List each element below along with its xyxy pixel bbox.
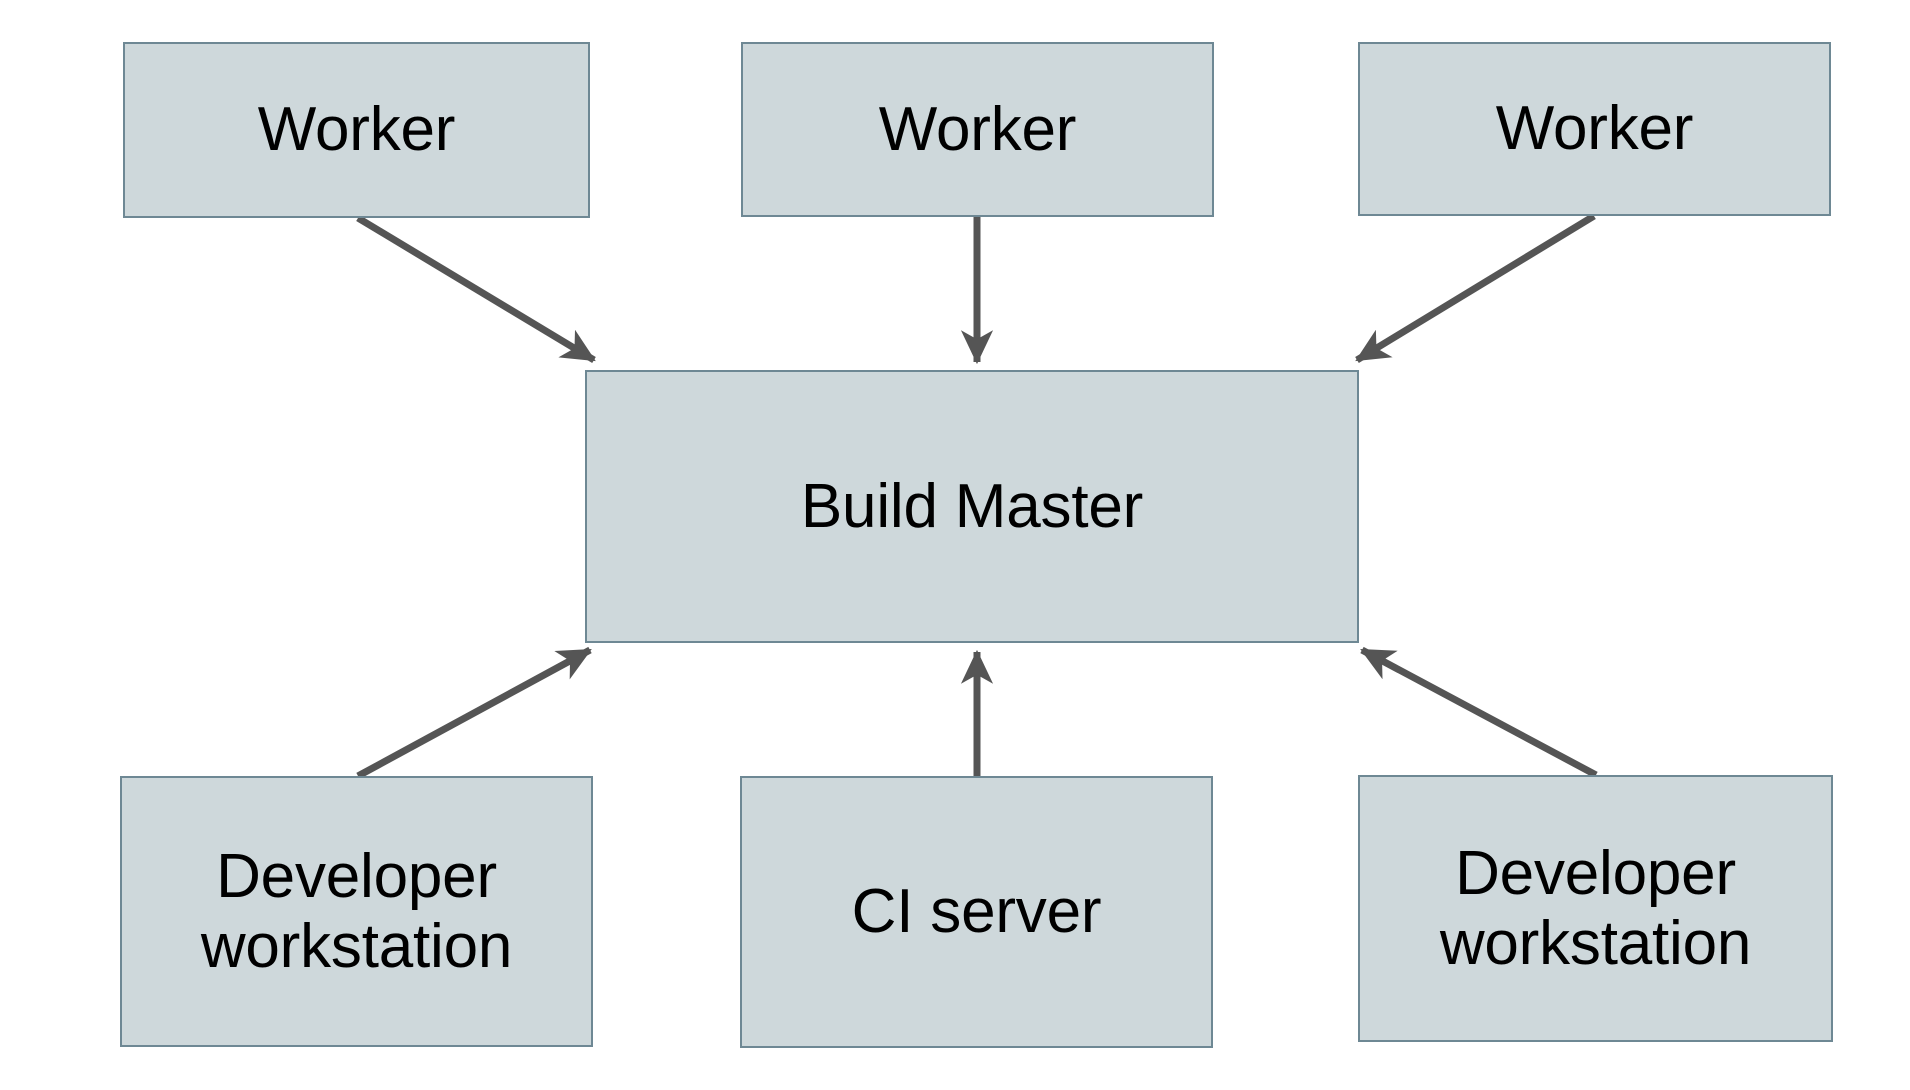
node-ci-server[interactable]: CI server bbox=[740, 776, 1213, 1048]
edge-dev-ws-left-to-build-master bbox=[356, 646, 592, 780]
node-build-master[interactable]: Build Master bbox=[585, 370, 1359, 643]
node-developer-workstation-right[interactable]: Developer workstation bbox=[1358, 775, 1833, 1042]
edge-worker-3-to-build-master bbox=[1355, 213, 1596, 363]
node-worker-2[interactable]: Worker bbox=[741, 42, 1214, 217]
node-worker-1-label: Worker bbox=[257, 95, 456, 165]
node-developer-workstation-left[interactable]: Developer workstation bbox=[120, 776, 593, 1047]
edge-worker-1-to-build-master bbox=[356, 215, 596, 363]
node-worker-3[interactable]: Worker bbox=[1358, 42, 1831, 216]
node-worker-3-label: Worker bbox=[1495, 94, 1694, 164]
node-worker-1[interactable]: Worker bbox=[123, 42, 590, 218]
edge-dev-ws-right-to-build-master bbox=[1360, 646, 1598, 779]
node-ci-server-label: CI server bbox=[851, 877, 1102, 947]
node-developer-workstation-right-label: Developer workstation bbox=[1439, 839, 1752, 978]
node-developer-workstation-left-label: Developer workstation bbox=[200, 842, 513, 981]
node-build-master-label: Build Master bbox=[800, 471, 1144, 541]
node-worker-2-label: Worker bbox=[878, 94, 1077, 164]
